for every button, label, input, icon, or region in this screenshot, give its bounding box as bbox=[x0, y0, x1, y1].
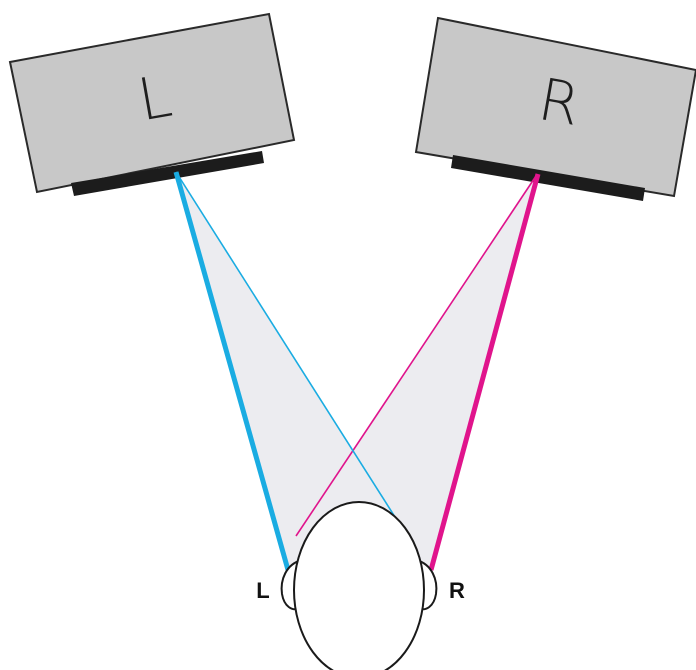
left-ear-label: L bbox=[256, 578, 269, 603]
sound-paths bbox=[173, 171, 541, 571]
right-cross-path bbox=[295, 175, 537, 537]
left-speaker-driver bbox=[71, 151, 264, 196]
right-speaker: R bbox=[414, 16, 696, 201]
left-cross-path bbox=[175, 171, 403, 529]
head-icon bbox=[293, 501, 425, 670]
sound-cones bbox=[176, 172, 538, 568]
right-speaker-box bbox=[414, 16, 696, 198]
left-speaker-box bbox=[8, 12, 296, 194]
left-speaker: L bbox=[8, 12, 296, 196]
listener-head bbox=[280, 501, 438, 670]
right-speaker-cone bbox=[296, 174, 538, 568]
right-direct-path bbox=[428, 173, 541, 571]
right-speaker-driver bbox=[451, 155, 645, 201]
left-direct-path bbox=[173, 171, 291, 571]
right-ear-label: R bbox=[449, 578, 465, 603]
